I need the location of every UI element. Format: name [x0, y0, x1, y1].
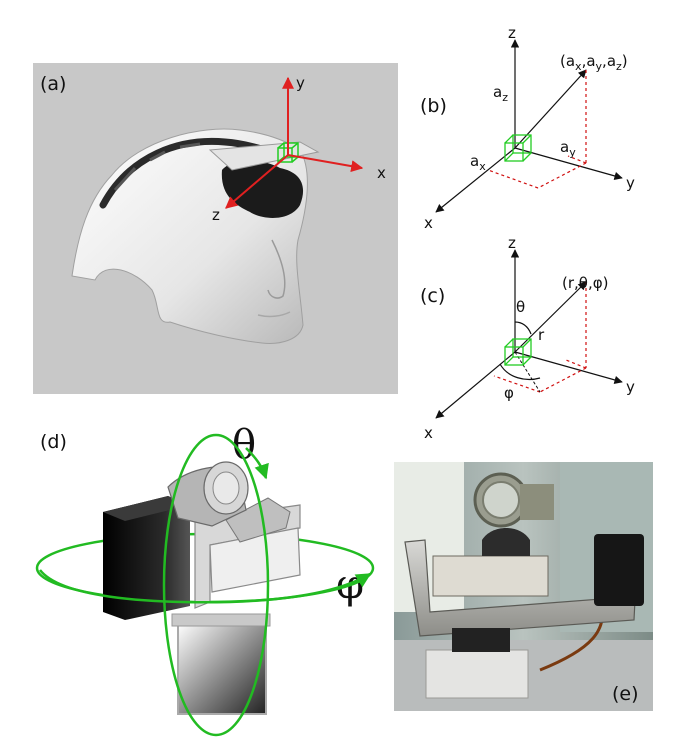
- goggles-visor: [208, 141, 320, 171]
- sensor-cube: [504, 338, 532, 366]
- photo-battery: [594, 534, 644, 606]
- axis-y-arrow: [514, 351, 623, 385]
- axis-y-label: y: [626, 174, 635, 192]
- component-ay-label: ay: [560, 138, 576, 159]
- panel-a-label: (a): [40, 73, 66, 95]
- phi-arc: [499, 363, 541, 381]
- photo-camera-housing: [520, 484, 554, 520]
- axis-y-label: y: [626, 378, 635, 396]
- theta-rotation-ring: [162, 433, 270, 737]
- projection-lines: [487, 70, 587, 189]
- nose-shading: [267, 239, 286, 299]
- axis-z-label: z: [212, 206, 220, 224]
- axis-z-label: z: [508, 234, 516, 252]
- panel-e: (e): [394, 462, 653, 711]
- component-az-label: az: [493, 83, 508, 104]
- photo-base-servo: [452, 628, 510, 652]
- panel-b: (b) z y x az ax ay (ax,ay,az): [420, 24, 635, 232]
- sensor-cube: [504, 134, 532, 162]
- mouth-shading: [257, 311, 291, 318]
- vector-label: (r,θ,φ): [562, 274, 608, 292]
- axis-x-label: x: [424, 214, 433, 232]
- acceleration-vector: [514, 69, 587, 149]
- vector-label: (ax,ay,az): [560, 52, 628, 73]
- r-label: r: [538, 326, 545, 344]
- axis-x-label: x: [377, 164, 386, 182]
- axis-x-label: x: [424, 424, 433, 442]
- projection-lines: [493, 282, 587, 393]
- axis-z-label: z: [508, 24, 516, 42]
- axis-y-arrow: [514, 147, 623, 181]
- axis-y-label: y: [296, 74, 305, 92]
- phi-rotation-ring-front: [39, 569, 372, 604]
- theta-label: θ: [516, 298, 525, 316]
- theta-arc: [514, 321, 532, 335]
- photo-tilt-plate: [432, 555, 549, 597]
- camera-body: [167, 461, 249, 527]
- servo-base: [171, 613, 271, 715]
- phi-label: φ: [504, 384, 514, 402]
- polar-vector: [514, 281, 587, 353]
- photo-base-block: [425, 649, 529, 699]
- panel-a: (a) y x z: [33, 63, 398, 394]
- pan-tilt-bracket: [194, 497, 301, 609]
- head-strap-detail: [113, 142, 201, 192]
- component-ax-label: ax: [470, 152, 486, 173]
- goggles: [221, 160, 304, 218]
- panel-d: (d) θ φ: [35, 422, 375, 737]
- panel-b-label: (b): [420, 95, 447, 117]
- panel-c-label: (c): [420, 285, 445, 307]
- axis-x-arrow: [435, 351, 516, 419]
- panel-d-label: (d): [40, 431, 67, 453]
- axis-x-arrow: [287, 154, 364, 173]
- panel-c: (c) z y x θ r φ (r,θ,φ): [420, 234, 635, 442]
- photo-camera-glass: [482, 481, 520, 519]
- theta-rotation-arrow: [245, 447, 269, 480]
- axis-z-arrow: [225, 154, 289, 209]
- projection-to-plane: [514, 351, 541, 393]
- photo-servo: [482, 528, 530, 556]
- axis-x-arrow: [435, 147, 516, 213]
- panel-e-label: (e): [612, 683, 639, 705]
